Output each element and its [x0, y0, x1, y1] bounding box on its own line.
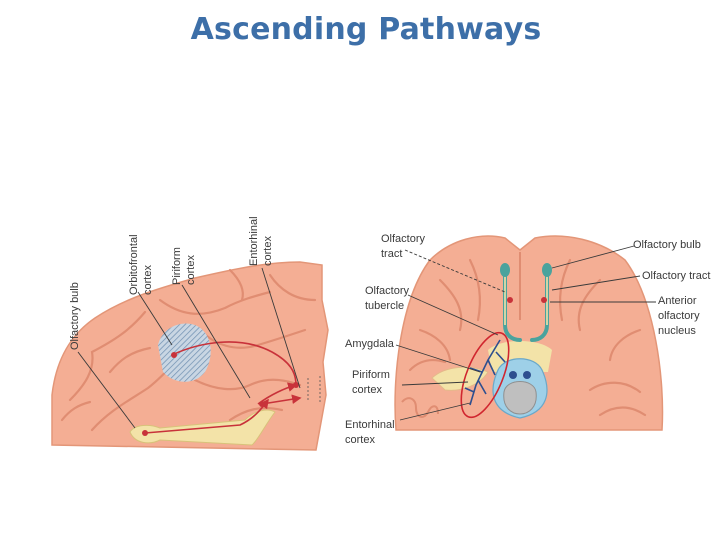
label-piriform-right-line1: Piriform [352, 369, 390, 381]
left-brain-illustration [51, 261, 329, 451]
label-olfactory-tubercle-line2: tubercle [365, 300, 404, 312]
right-labels: Olfactory tract Olfactory tubercle Amygd… [345, 233, 710, 446]
piriform-region [431, 366, 489, 391]
label-olfactory-bulb-right: Olfactory bulb [633, 239, 701, 251]
label-olfactory-tract-line2: tract [381, 248, 402, 260]
label-entorhinal-left-line1: Entorhinal [248, 216, 260, 266]
left-pathway-nodes [142, 352, 299, 436]
right-leader-lines [395, 245, 656, 421]
label-piriform-left-line2: cortex [185, 255, 197, 285]
label-olfactory-tubercle-line1: Olfactory [365, 285, 410, 297]
label-olfactory-tract-right: Olfactory tract [642, 270, 710, 282]
label-anterior-line3: nucleus [658, 325, 696, 337]
label-amygdala: Amygdala [345, 338, 395, 350]
label-entorhinal-right-line2: cortex [345, 434, 375, 446]
label-olfactory-bulb-left: Olfactory bulb [69, 282, 81, 350]
right-olfactory-bulb-left [500, 263, 510, 277]
olfactory-tracts [503, 266, 549, 342]
olfactory-tract-cores [504, 270, 548, 325]
left-labels: Olfactory bulb Orbitofrontal cortex Piri… [69, 216, 274, 350]
temporal-lobe-fold [401, 397, 439, 418]
orbitofrontal-region [158, 323, 211, 382]
label-olfactory-tract-line1: Olfactory [381, 233, 426, 245]
label-piriform-right-line2: cortex [352, 384, 382, 396]
right-brain-illustration [394, 235, 664, 431]
label-anterior-line2: olfactory [658, 310, 700, 322]
right-olfactory-bulb-right [542, 263, 552, 277]
brainstem [492, 358, 548, 419]
label-piriform-left-line1: Piriform [171, 247, 183, 285]
left-leader-lines [77, 267, 301, 429]
label-orbitofrontal-line2: cortex [142, 265, 154, 295]
label-entorhinal-right-line1: Entorhinal [345, 419, 395, 431]
slide-title: Ascending Pathways [190, 12, 542, 47]
label-entorhinal-left-line2: cortex [262, 236, 274, 266]
projection-fibers [464, 339, 506, 406]
label-orbitofrontal-line1: Orbitofrontal [128, 234, 140, 295]
left-gyri [60, 268, 317, 432]
label-anterior-line1: Anterior [658, 295, 697, 307]
right-gyri [408, 258, 647, 417]
